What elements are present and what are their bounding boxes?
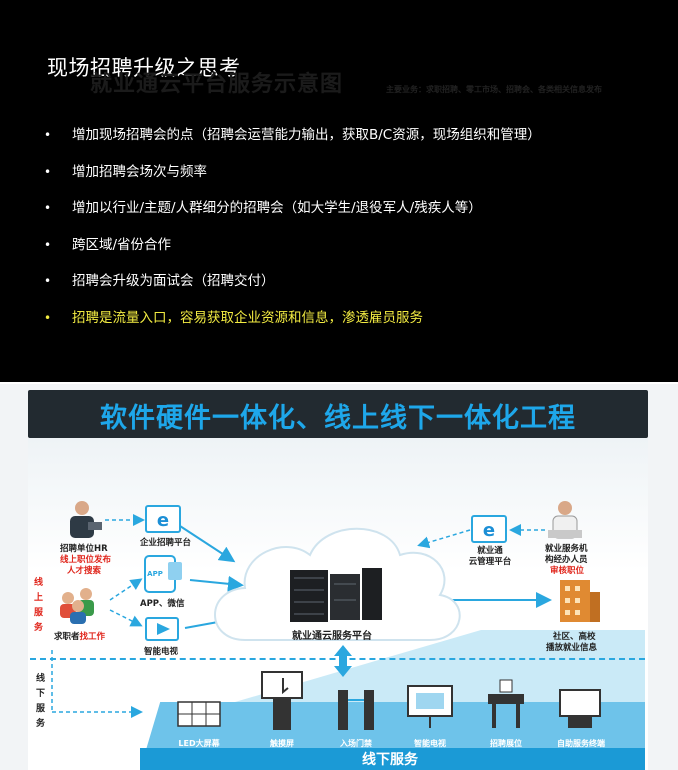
bullet-item: • 跨区域/省份合作 (44, 234, 541, 271)
bullet-dot: • (44, 310, 52, 325)
app-phone-icon (144, 555, 182, 593)
offline-service-side-label: 线 下 服 务 (36, 672, 46, 732)
bullet-text: 增加招聘会场次与频率 (72, 163, 207, 180)
bullet-item-highlight: • 招聘是流量入口，容易获取企业资源和信息，渗透雇员服务 (44, 307, 541, 344)
bullet-text: 增加以行业/主题/人群细分的招聘会（如大学生/退役军人/残疾人等） (72, 200, 482, 216)
community-label-1: 社区、高校 (553, 632, 596, 642)
svg-text:e: e (157, 510, 169, 531)
service-org-label-2: 构经办人员 (545, 555, 588, 565)
seeker-label: 求职者找工作 (54, 630, 105, 642)
connector-arrows (51, 514, 545, 718)
side-char: 上 (34, 593, 44, 603)
job-seekers-icon (60, 588, 94, 624)
device-label-gate: 入场门禁 (340, 739, 372, 748)
device-label-led: LED大屏幕 (178, 739, 220, 748)
side-char: 服 (34, 608, 44, 618)
bullet-text: 增加现场招聘会的点（招聘会运营能力输出，获取B/C资源，现场组织和管理） (72, 127, 541, 143)
bullet-dot: • (44, 237, 52, 252)
service-org-label-3: 审核职位 (550, 566, 585, 576)
device-label-tv: 智能电视 (414, 739, 446, 748)
side-char: 线 (36, 674, 46, 684)
slide-panel: 现场招聘升级之思考 • 增加现场招聘会的点（招聘会运营能力输出，获取B/C资源，现… (0, 0, 678, 382)
hr-person-icon (70, 501, 102, 538)
mgmt-platform-label-1: 就业通 (477, 546, 503, 556)
led-screen-icon (177, 701, 221, 727)
bullet-dot: • (44, 201, 52, 215)
recruitment-booth-icon (488, 679, 524, 728)
smart-tv-label: 智能电视 (144, 647, 179, 657)
side-char: 服 (36, 704, 46, 714)
browser-e-icon: e (145, 505, 181, 533)
hr-action-search-label: 人才搜索 (67, 566, 102, 576)
bullet-item: • 增加现场招聘会的点（招聘会运营能力输出，获取B/C资源，现场组织和管理） (44, 124, 541, 161)
offline-band (140, 748, 645, 770)
self-service-terminal-icon (559, 689, 601, 728)
device-label-terminal: 自助服务终端 (557, 739, 605, 748)
banner: 软件硬件一体化、线上线下一体化工程 (28, 390, 648, 438)
mgmt-platform-label-2: 云管理平台 (468, 557, 512, 567)
bullet-item: • 增加招聘会场次与频率 (44, 161, 541, 198)
seeker-prefix: 求职者 (54, 632, 80, 642)
bullet-text: 招聘会升级为面试会（招聘交付） (72, 273, 275, 289)
bullet-item: • 招聘会升级为面试会（招聘交付） (44, 270, 541, 307)
server-rack-icon (290, 568, 382, 622)
online-offline-divider (30, 658, 645, 660)
enterprise-platform-label: 企业招聘平台 (140, 538, 192, 548)
solid-arrows (179, 525, 552, 629)
app-icon-text: APP (147, 570, 163, 578)
hr-title-label: 招聘单位HR (60, 544, 108, 554)
bullet-item: • 增加以行业/主题/人群细分的招聘会（如大学生/退役军人/残疾人等） (44, 197, 541, 234)
bullet-list: • 增加现场招聘会的点（招聘会运营能力输出，获取B/C资源，现场组织和管理） • 增… (44, 124, 541, 343)
diagram-subtitle: 主要业务：求职招聘、零工市场、招聘会、各类相关信息发布 (386, 85, 602, 94)
app-label: APP、微信 (140, 599, 185, 609)
mgmt-browser-icon: e (471, 515, 507, 543)
community-label-2: 播放就业信息 (546, 643, 598, 653)
bullet-text: 跨区域/省份合作 (72, 236, 172, 253)
bullet-dot: • (44, 274, 52, 288)
vertical-double-arrow (334, 645, 352, 677)
slide-title: 现场招聘升级之思考 (47, 56, 241, 80)
hr-action-post-label: 线上职位发布 (60, 555, 112, 565)
side-char: 线 (34, 578, 44, 588)
smart-tv-device-icon (407, 685, 453, 728)
diagram-title: 就业通云平台服务示意图 (90, 72, 344, 97)
touch-screen-icon (261, 671, 303, 730)
online-service-side-label: 线 上 服 务 (34, 576, 44, 636)
device-label-touch: 触摸屏 (270, 739, 294, 748)
side-char: 下 (36, 689, 46, 699)
svg-text:e: e (483, 520, 495, 541)
service-staff-icon (548, 501, 582, 539)
cloud-platform-label: 就业通云服务平台 (292, 631, 372, 642)
bullet-dot: • (44, 128, 52, 142)
device-label-booth: 招聘展位 (490, 739, 522, 748)
bullet-text: 招聘是流量入口，容易获取企业资源和信息，渗透雇员服务 (72, 309, 423, 326)
smart-tv-icon (145, 617, 179, 641)
bullet-dot: • (44, 164, 52, 179)
side-char: 务 (36, 719, 46, 729)
seeker-action: 找工作 (79, 632, 106, 642)
service-org-label-1: 就业服务机 (545, 544, 588, 554)
entrance-gate-icon (338, 690, 374, 730)
community-building-icon (560, 580, 600, 622)
side-char: 务 (34, 623, 44, 633)
offline-label: 线下服务 (362, 752, 418, 768)
banner-title: 软件硬件一体化、线上线下一体化工程 (100, 403, 576, 434)
